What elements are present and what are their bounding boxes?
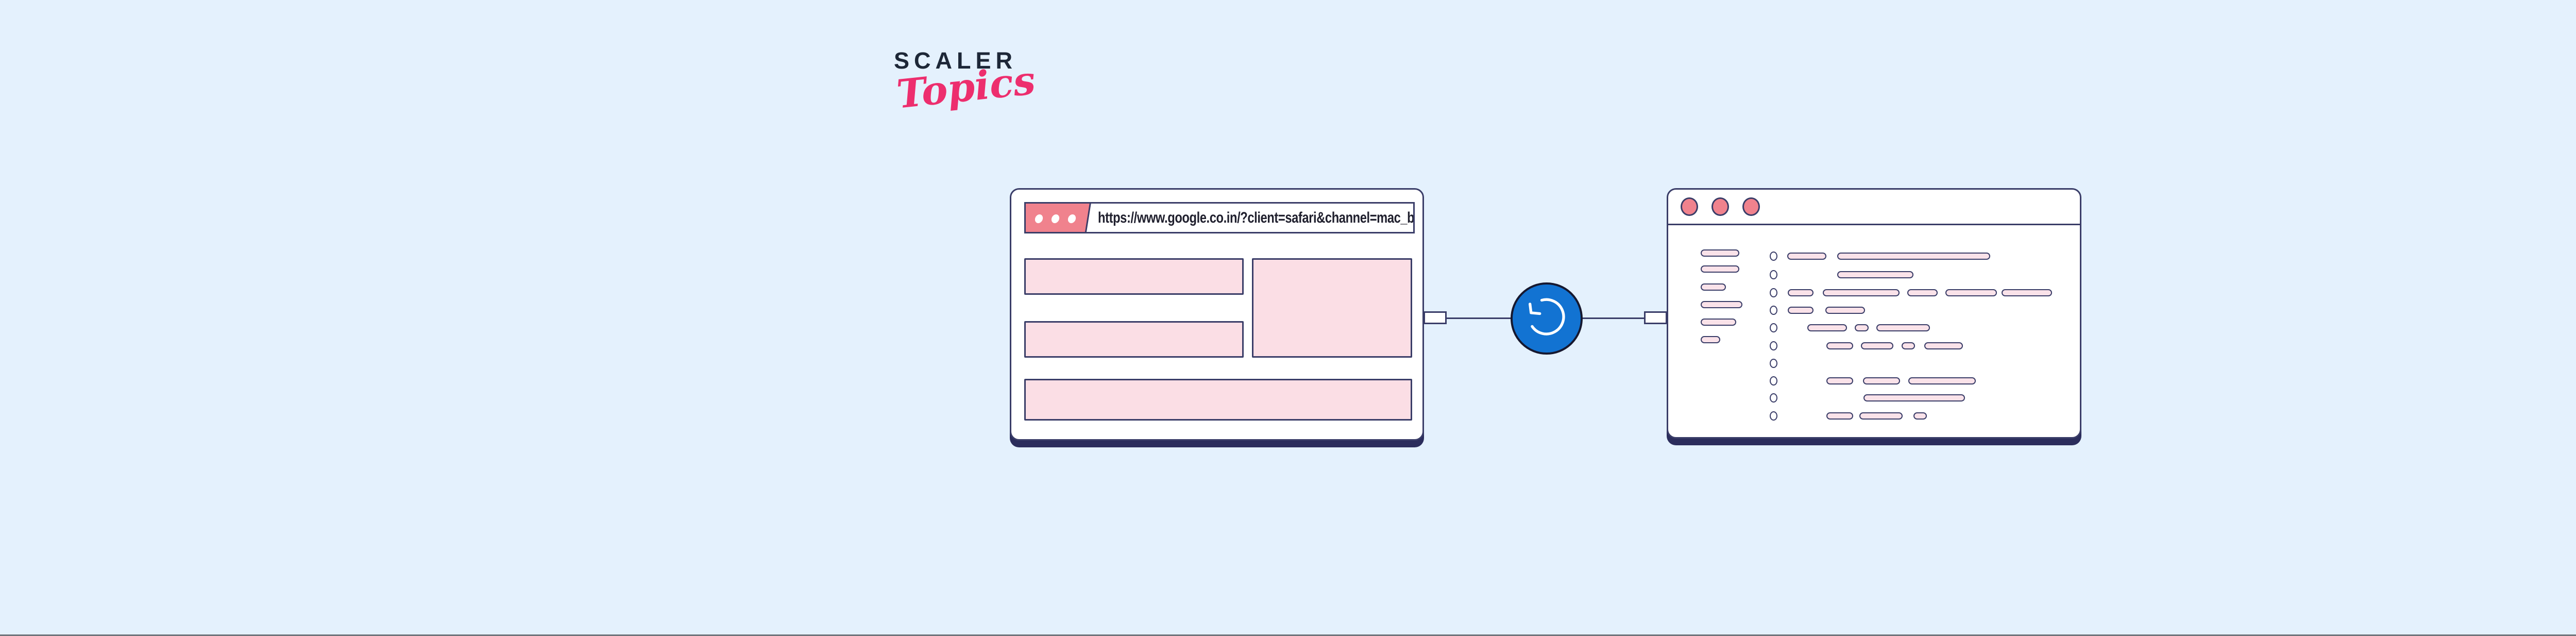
connector-port-left: [1423, 311, 1447, 324]
sidebar-skeleton-pill: [1701, 336, 1720, 343]
connector-port-right: [1644, 311, 1667, 324]
code-skeleton-pill: [2002, 289, 2052, 296]
logo-brand-text: SCALER: [894, 47, 1018, 74]
content-placeholder-block: [1024, 258, 1244, 295]
address-bar[interactable]: https://www.google.co.in/?client=safari&…: [1024, 202, 1415, 233]
window-controls-strip: [1026, 204, 1091, 232]
code-line-bullet: [1770, 393, 1777, 403]
code-line-bullet: [1770, 252, 1777, 261]
url-text: https://www.google.co.in/?client=safari&…: [1098, 209, 1415, 226]
sidebar-skeleton-pill: [1701, 265, 1739, 273]
sidebar-skeleton-pill: [1701, 283, 1726, 291]
window-dot: [1067, 214, 1077, 223]
code-skeleton-pill: [1807, 324, 1847, 331]
code-line-bullet: [1770, 376, 1777, 386]
code-skeleton-pill: [1907, 289, 1938, 296]
window-dot: [1681, 197, 1698, 216]
code-skeleton-pill: [1837, 253, 1990, 260]
sidebar-skeleton-pill: [1701, 301, 1742, 308]
code-skeleton-pill: [1788, 289, 1814, 296]
refresh-arrow-glyph: [1529, 298, 1565, 336]
code-skeleton-pill: [1924, 342, 1963, 349]
code-skeleton-body: [1668, 190, 2080, 437]
code-skeleton-pill: [1788, 307, 1814, 314]
image-bottom-border: [0, 634, 2576, 636]
code-skeleton-pill: [1787, 253, 1826, 260]
code-line-bullet: [1770, 270, 1777, 279]
logo-script-text: Topics: [894, 57, 1038, 118]
code-line-bullet: [1770, 306, 1777, 315]
code-line-bullet: [1770, 288, 1777, 297]
window-dot: [1050, 214, 1060, 223]
code-window-titlebar: [1668, 190, 2080, 225]
code-line-bullet: [1770, 323, 1777, 332]
code-skeleton-pill: [1902, 342, 1915, 349]
code-skeleton-pill: [1859, 412, 1903, 420]
content-placeholder-block: [1252, 258, 1412, 358]
content-placeholder-block: [1024, 379, 1412, 421]
code-skeleton-pill: [1825, 307, 1865, 314]
code-skeleton-pill: [1876, 324, 1930, 331]
code-skeleton-pill: [1823, 289, 1900, 296]
code-skeleton-pill: [1863, 377, 1900, 384]
code-line-bullet: [1770, 411, 1777, 421]
code-skeleton-pill: [1826, 377, 1853, 384]
code-skeleton-pill: [1945, 289, 1997, 296]
window-dot: [1711, 197, 1729, 216]
code-skeleton-pill: [1863, 394, 1965, 401]
sidebar-skeleton-pill: [1701, 249, 1739, 257]
code-skeleton-pill: [1826, 342, 1853, 349]
code-skeleton-pill: [1908, 377, 1976, 384]
code-window: [1667, 188, 2081, 439]
scaler-topics-logo: SCALER Topics: [894, 47, 1038, 118]
code-skeleton-pill: [1913, 412, 1927, 420]
code-skeleton-pill: [1826, 412, 1853, 420]
code-skeleton-pill: [1861, 342, 1893, 349]
code-skeleton-pill: [1855, 324, 1869, 331]
content-placeholder-block: [1024, 321, 1244, 358]
code-line-bullet: [1770, 359, 1777, 368]
code-line-bullet: [1770, 341, 1777, 350]
code-skeleton-pill: [1837, 271, 1913, 278]
sidebar-skeleton-pill: [1701, 319, 1736, 326]
refresh-icon[interactable]: [1511, 282, 1583, 355]
browser-window: https://www.google.co.in/?client=safari&…: [1010, 188, 1424, 441]
window-dot: [1034, 214, 1044, 223]
window-dot: [1742, 197, 1760, 216]
